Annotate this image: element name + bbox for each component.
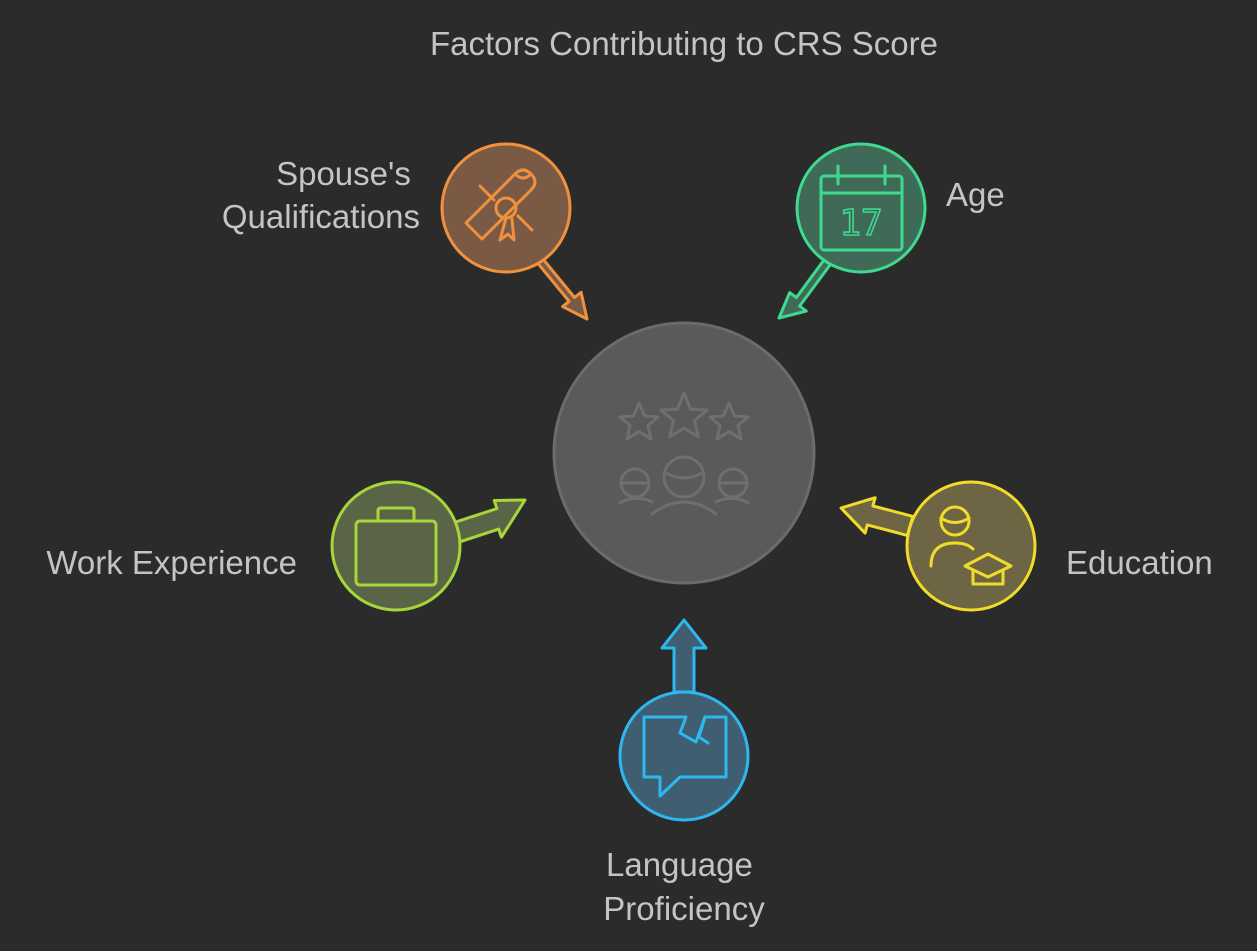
language-label: Language Proficiency <box>603 846 765 927</box>
spouse-label-line-1: Spouse's <box>276 155 411 192</box>
work-label: Work Experience <box>46 544 297 581</box>
arrow-language <box>660 618 708 694</box>
calendar-day-number: 17 <box>839 203 882 244</box>
age-label: Age <box>946 176 1005 213</box>
center-hub <box>552 321 816 585</box>
factor-language-proficiency: Language Proficiency <box>603 618 765 927</box>
graduate-icon <box>929 505 1013 586</box>
age-node-border <box>795 142 927 274</box>
language-label-line-2: Proficiency <box>603 890 765 927</box>
spouse-node-circle <box>442 144 570 272</box>
language-node-circle <box>620 692 748 820</box>
language-label-line-1: Language <box>606 846 753 883</box>
spouse-label: Spouse's Qualifications <box>222 155 420 235</box>
speech-bubble-icon <box>642 715 728 798</box>
factor-age: 17 Age <box>777 142 1005 320</box>
language-node-border <box>618 690 750 822</box>
work-node-border <box>330 480 462 612</box>
factor-spouse-qualifications: Spouse's Qualifications <box>222 142 589 321</box>
stars-and-people-icon <box>618 391 750 516</box>
diagram-title: Factors Contributing to CRS Score <box>430 25 938 62</box>
center-circle-border <box>552 321 816 585</box>
education-node-border <box>905 480 1037 612</box>
briefcase-icon <box>354 506 438 587</box>
factor-work-experience: Work Experience <box>46 480 527 612</box>
factor-education: Education <box>839 480 1213 612</box>
center-circle <box>554 323 814 583</box>
spouse-node-border <box>440 142 572 274</box>
work-node-circle <box>332 482 460 610</box>
education-label: Education <box>1066 544 1213 581</box>
arrow-spouse <box>531 252 589 321</box>
arrow-work <box>453 498 527 544</box>
arrow-age <box>777 252 836 320</box>
calendar-icon <box>819 164 904 252</box>
arrow-education <box>839 496 915 537</box>
diploma-icon <box>464 168 537 242</box>
spouse-label-line-2: Qualifications <box>222 198 420 235</box>
